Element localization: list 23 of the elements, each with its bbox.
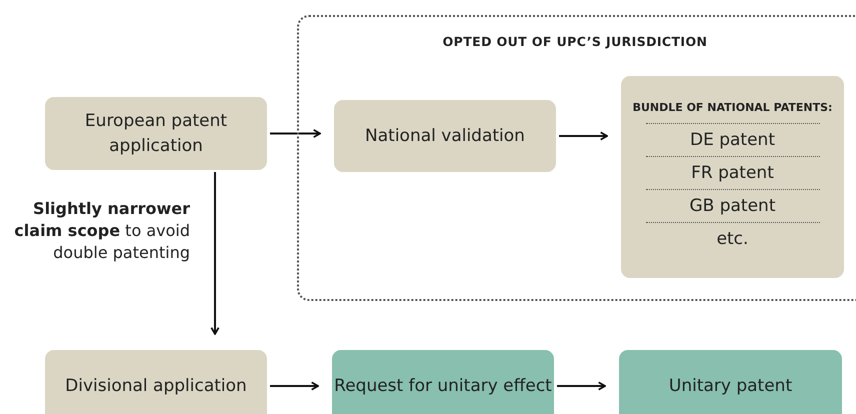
list-item: GB patent (646, 188, 820, 222)
list-item: FR patent (646, 156, 820, 188)
box-label: Request for unitary effect (334, 374, 552, 398)
arrow (210, 172, 220, 335)
process-box (332, 350, 554, 414)
process-box (45, 97, 267, 170)
arrow (559, 132, 608, 140)
list-item: DE patent (646, 122, 820, 156)
region-title: OPTED OUT OF UPC’S JURISDICTION (442, 34, 708, 49)
list-heading: BUNDLE OF NATIONAL PATENTS: (632, 100, 832, 116)
dotted-region (297, 15, 856, 301)
box-label: National validation (365, 124, 525, 148)
process-box (334, 100, 556, 172)
box-label: European patent application (84, 110, 228, 158)
process-box (619, 350, 842, 414)
process-box (45, 350, 267, 414)
list-item: etc. (646, 222, 820, 254)
box-label: Divisional application (65, 374, 247, 398)
arrow (270, 129, 321, 138)
arrow (270, 382, 319, 390)
process-box (621, 76, 844, 278)
arrow (557, 382, 606, 390)
box-label: Unitary patent (668, 374, 792, 398)
